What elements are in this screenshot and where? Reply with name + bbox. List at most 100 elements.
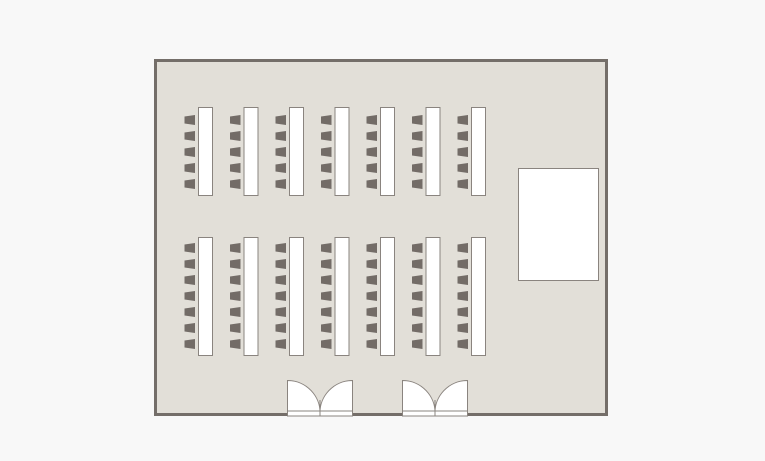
table — [243, 237, 259, 356]
table-group — [366, 107, 395, 196]
chair — [321, 275, 332, 285]
chair — [184, 147, 195, 157]
chair — [275, 339, 286, 349]
chair — [230, 291, 241, 301]
chair — [412, 243, 423, 253]
double-door[interactable] — [402, 379, 468, 417]
table — [334, 107, 350, 196]
chair — [412, 131, 423, 141]
chair — [275, 163, 286, 173]
chair — [457, 115, 468, 125]
chair — [230, 147, 241, 157]
chair — [275, 147, 286, 157]
table — [380, 107, 395, 196]
chair — [457, 179, 468, 189]
chair — [412, 275, 423, 285]
table-group — [412, 237, 441, 356]
chair — [412, 323, 423, 333]
chair — [457, 275, 468, 285]
chair — [321, 307, 332, 317]
chair — [275, 291, 286, 301]
table-group — [184, 237, 213, 356]
chair — [366, 163, 377, 173]
table — [198, 107, 213, 196]
table — [380, 237, 395, 356]
double-door[interactable] — [287, 379, 353, 417]
chair — [275, 275, 286, 285]
chair — [321, 115, 332, 125]
chair — [275, 179, 286, 189]
chair — [366, 147, 377, 157]
chair — [184, 339, 195, 349]
table — [471, 107, 486, 196]
table-group — [457, 237, 486, 356]
chair — [184, 163, 195, 173]
chair — [366, 179, 377, 189]
chair — [457, 147, 468, 157]
table — [471, 237, 486, 356]
chair — [457, 291, 468, 301]
chair — [321, 291, 332, 301]
chair — [275, 243, 286, 253]
stage — [518, 168, 599, 281]
table-group — [275, 107, 304, 196]
chair — [412, 307, 423, 317]
table-group — [184, 107, 213, 196]
table — [289, 107, 304, 196]
chair — [457, 131, 468, 141]
table-group — [412, 107, 441, 196]
table — [198, 237, 213, 356]
chair — [412, 163, 423, 173]
table-group — [275, 237, 304, 356]
table — [289, 237, 304, 356]
chair — [184, 275, 195, 285]
chair — [457, 259, 468, 269]
chair — [275, 323, 286, 333]
chair — [366, 323, 377, 333]
chair — [230, 275, 241, 285]
chair — [412, 291, 423, 301]
chair — [366, 291, 377, 301]
chair — [184, 259, 195, 269]
chair — [184, 307, 195, 317]
chair — [412, 259, 423, 269]
chair — [184, 243, 195, 253]
chair — [412, 339, 423, 349]
table-group — [457, 107, 486, 196]
table-group — [230, 237, 259, 356]
chair — [184, 131, 195, 141]
chair — [412, 147, 423, 157]
table — [425, 237, 441, 356]
chair — [230, 163, 241, 173]
chair — [230, 323, 241, 333]
chair — [230, 115, 241, 125]
chair — [321, 131, 332, 141]
chair — [275, 259, 286, 269]
chair — [230, 131, 241, 141]
chair — [230, 307, 241, 317]
chair — [184, 115, 195, 125]
chair — [230, 259, 241, 269]
chair — [321, 147, 332, 157]
chair — [321, 339, 332, 349]
chair — [366, 243, 377, 253]
chair — [321, 259, 332, 269]
chair — [366, 339, 377, 349]
table-group — [366, 237, 395, 356]
chair — [457, 307, 468, 317]
chair — [230, 243, 241, 253]
chair — [184, 291, 195, 301]
chair — [366, 307, 377, 317]
chair — [366, 259, 377, 269]
chair — [321, 163, 332, 173]
chair — [366, 131, 377, 141]
chair — [412, 115, 423, 125]
chair — [184, 323, 195, 333]
chair — [230, 339, 241, 349]
chair — [412, 179, 423, 189]
table-group — [321, 237, 350, 356]
chair — [366, 275, 377, 285]
table — [243, 107, 259, 196]
chair — [275, 115, 286, 125]
